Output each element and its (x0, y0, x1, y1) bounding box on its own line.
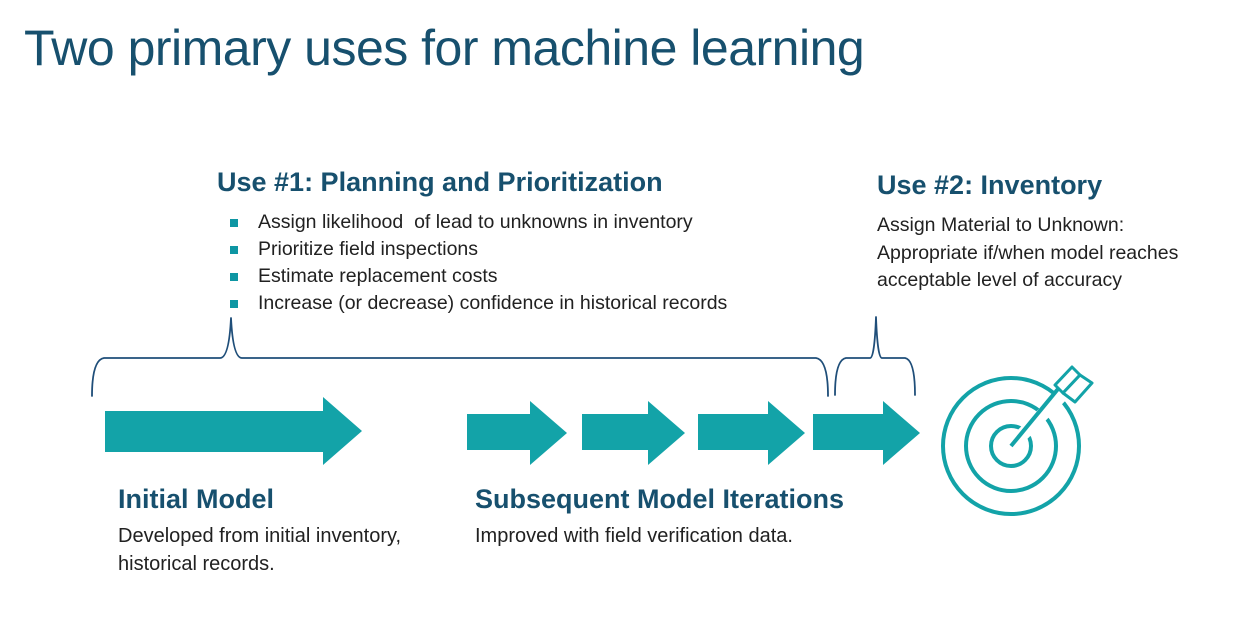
dart-shaft (1009, 370, 1074, 448)
description-line: Improved with field verification data. (475, 525, 793, 547)
use1-section: Use #1: Planning and Prioritization Assi… (217, 165, 797, 317)
use2-line: acceptable level of accuracy (877, 269, 1122, 291)
use2-line: Appropriate if/when model reaches (877, 241, 1179, 264)
square-bullet-icon (230, 218, 238, 227)
description-line: Developed from initial inventory, (118, 525, 402, 547)
iteration-arrow-icon (813, 401, 920, 465)
bullet-text: Prioritize field inspections (258, 238, 479, 260)
target-inner-ring (989, 424, 1033, 468)
dart-feather (1061, 373, 1094, 404)
bullet-text: Increase (or decrease) confidence in his… (258, 292, 728, 314)
use2-section: Use #2: Inventory Assign Material to Unk… (877, 168, 1247, 295)
initial-model-arrow-icon (105, 397, 362, 465)
initial-model-description: Developed from initial inventory, histor… (118, 522, 401, 578)
use2-curly-brace-icon (834, 316, 916, 396)
initial-model-heading: Initial Model (118, 484, 275, 514)
square-bullet-icon (230, 299, 238, 308)
dart-gap (1006, 356, 1101, 451)
bullet-item: Increase (or decrease) confidence in his… (217, 290, 797, 317)
use2-description: Assign Material to Unknown: Appropriate … (877, 212, 1247, 295)
target-middle-ring (964, 399, 1058, 493)
use1-curly-brace-icon (91, 317, 829, 397)
subsequent-iterations-description: Improved with field verification data. (475, 522, 844, 550)
bullet-item: Estimate replacement costs (217, 263, 797, 290)
target-outer-ring (941, 376, 1081, 516)
bullet-text: Assign likelihood of lead to unknowns in… (258, 211, 693, 233)
use2-heading: Use #2: Inventory (877, 170, 1103, 200)
iteration-arrow-icon (698, 401, 805, 465)
initial-model-section: Initial Model Developed from initial inv… (118, 483, 401, 578)
use1-bullet-list: Assign likelihood of lead to unknowns in… (217, 209, 797, 317)
bullet-text: Estimate replacement costs (258, 265, 498, 287)
square-bullet-icon (230, 272, 238, 281)
bullet-item: Assign likelihood of lead to unknowns in… (217, 209, 797, 236)
iteration-arrow-icon (467, 401, 567, 465)
dart-feather (1053, 365, 1082, 395)
subsequent-iterations-heading: Subsequent Model Iterations (475, 484, 845, 514)
square-bullet-icon (230, 245, 238, 254)
use2-line: Assign Material to Unknown: (877, 214, 1125, 236)
bullseye-dart-icon (941, 356, 1101, 516)
subsequent-iterations-section: Subsequent Model Iterations Improved wit… (475, 483, 844, 550)
use1-heading: Use #1: Planning and Prioritization (217, 167, 663, 197)
description-line: historical records. (118, 553, 275, 575)
bullet-item: Prioritize field inspections (217, 236, 797, 263)
page-title: Two primary uses for machine learning (24, 20, 865, 76)
iteration-arrow-icon (582, 401, 685, 465)
